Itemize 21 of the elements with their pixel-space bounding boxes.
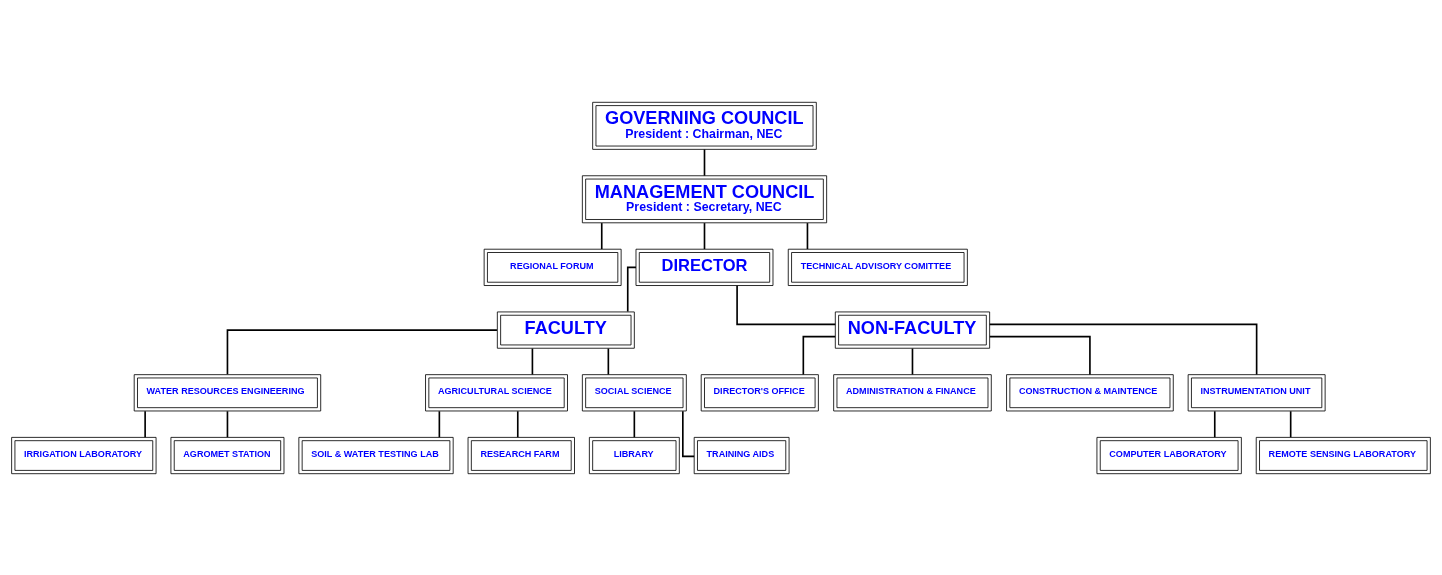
- connector: [802, 335, 836, 375]
- connector: [226, 409, 229, 438]
- connector: [806, 221, 809, 250]
- connector: [911, 347, 914, 375]
- connector: [531, 347, 534, 375]
- connector: [682, 409, 695, 457]
- connector: [736, 284, 837, 325]
- connector: [516, 409, 519, 438]
- connector: [703, 148, 706, 176]
- connector: [633, 409, 636, 438]
- connector: [988, 323, 1258, 375]
- connector: [607, 347, 610, 375]
- connector: [144, 409, 146, 438]
- connector: [1213, 409, 1216, 438]
- connector: [438, 409, 441, 438]
- connector: [1289, 409, 1292, 438]
- connector: [703, 221, 706, 250]
- connector: [226, 328, 498, 375]
- connector: [988, 335, 1091, 375]
- connector: [600, 221, 603, 250]
- connector: [626, 266, 637, 312]
